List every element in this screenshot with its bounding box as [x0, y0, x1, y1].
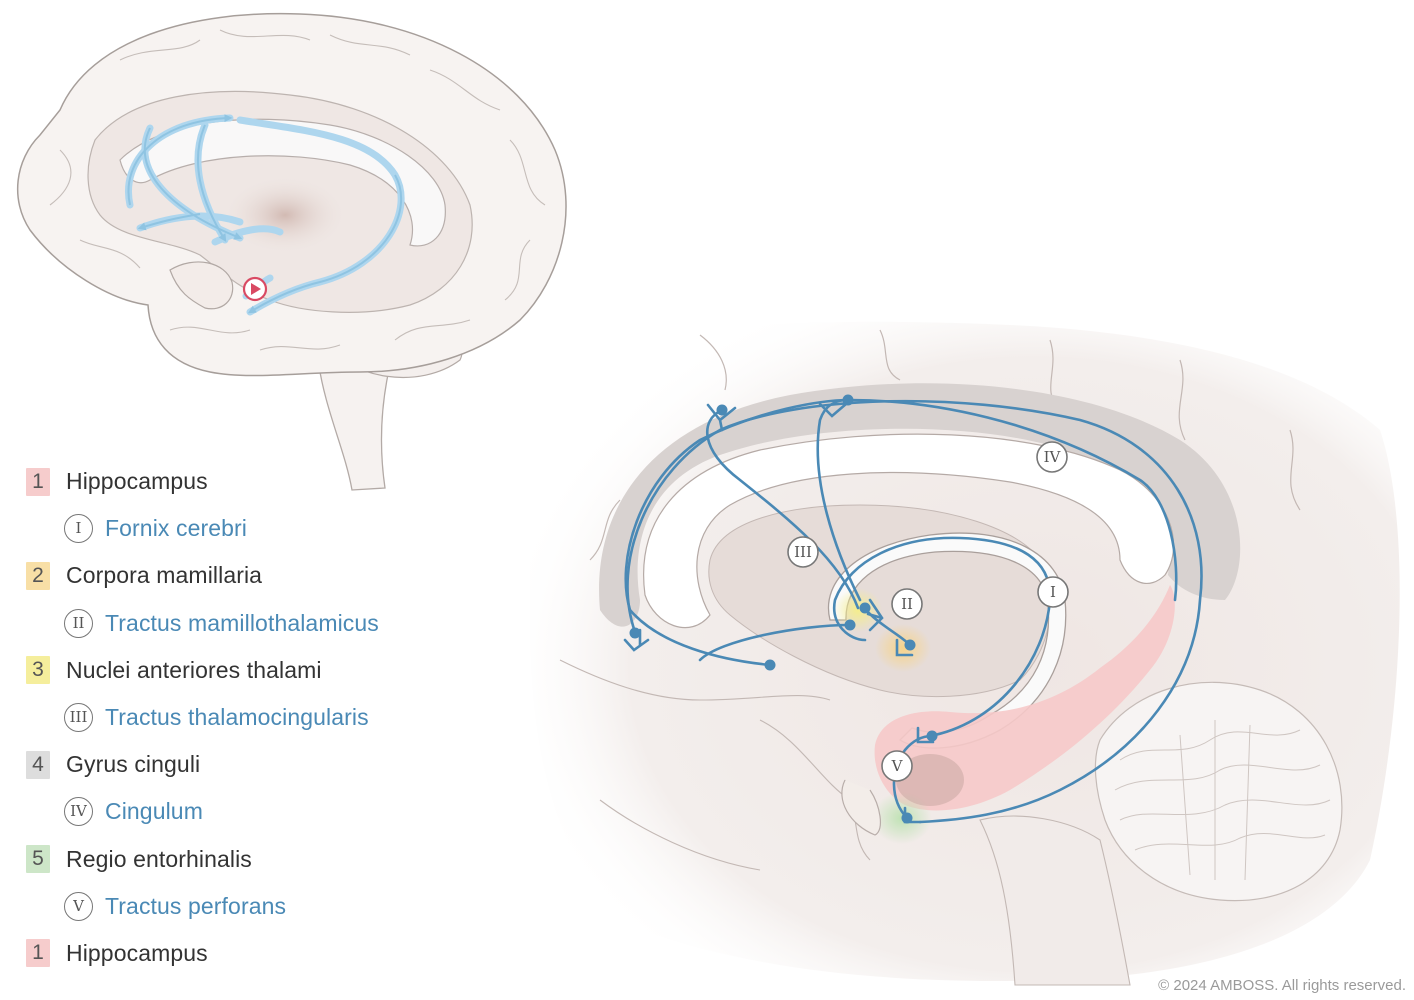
- cingulum-to-thalamus-path: [698, 623, 852, 662]
- thalamocingular-path-2: [816, 398, 862, 602]
- cingulum-upper-path: [624, 398, 1178, 667]
- roman-marker-IV: [1036, 441, 1068, 473]
- tract-numeral: IV: [64, 797, 93, 827]
- roman-marker-V: [881, 750, 913, 782]
- legend: 1 Hippocampus I Fornix cerebri 2 Corpora…: [26, 458, 496, 977]
- fornix-path: [832, 536, 1052, 737]
- cerebellum-detail: [1094, 681, 1343, 902]
- legend-row-corpora-mamillaria: 2 Corpora mamillaria: [26, 552, 496, 599]
- corpus-callosum: [643, 433, 1175, 629]
- brainstem: [317, 359, 391, 491]
- perforant-path: [892, 734, 934, 820]
- circuit-pathways: [624, 398, 1203, 824]
- roman-marker-I: [1037, 576, 1069, 608]
- structure-label: Hippocampus: [66, 468, 208, 495]
- structure-label: Hippocampus: [66, 939, 208, 966]
- tract-numeral: I: [64, 514, 93, 544]
- structure-number-badge: 2: [26, 561, 50, 590]
- legend-row-cingulum: IV Cingulum: [26, 788, 496, 835]
- amygdala-shadow: [896, 754, 964, 806]
- tract-label: Tractus perforans: [105, 892, 287, 919]
- structure-label: Regio entorhinalis: [66, 845, 252, 872]
- roman-label-IV: IV: [1044, 448, 1062, 466]
- legend-row-gyrus-cinguli: 4 Gyrus cinguli: [26, 741, 496, 788]
- roman-label-V: V: [891, 757, 904, 775]
- tract-label: Cingulum: [105, 798, 203, 825]
- tract-numeral: II: [64, 608, 93, 638]
- legend-row-thalamocingularis: III Tractus thalamocingularis: [26, 694, 496, 741]
- structure-number-badge: 4: [26, 750, 50, 779]
- copyright-notice: © 2024 AMBOSS. All rights reserved.: [1158, 977, 1406, 994]
- structure-label: Gyrus cinguli: [66, 751, 201, 778]
- legend-row-hippocampus: 1 Hippocampus: [26, 458, 496, 505]
- temporal-pole-small: [169, 261, 234, 310]
- tract-label: Tractus mamillothalamicus: [105, 609, 379, 636]
- legend-row-nuclei-anteriores: 3 Nuclei anteriores thalami: [26, 647, 496, 694]
- legend-row-hippocampus-end: 1 Hippocampus: [26, 930, 496, 977]
- structure-number-badge: 5: [26, 845, 50, 874]
- legend-row-regio-entorhinalis: 5 Regio entorhinalis: [26, 836, 496, 883]
- tract-label: Tractus thalamocingularis: [105, 704, 369, 731]
- cingulum-path: [626, 399, 1203, 824]
- legend-row-mamillothalamicus: II Tractus mamillothalamicus: [26, 600, 496, 647]
- structure-number-badge: 3: [26, 656, 50, 685]
- gyrus-cinguli-band: [599, 383, 1241, 627]
- legend-row-fornix: I Fornix cerebri: [26, 505, 496, 552]
- structure-label: Nuclei anteriores thalami: [66, 656, 322, 683]
- brainstem-detail: [979, 815, 1131, 986]
- legend-row-perforans: V Tractus perforans: [26, 883, 496, 930]
- mamillary-glow: [875, 624, 931, 672]
- overview-brain: [17, 12, 567, 491]
- structure-number-badge: 1: [26, 467, 50, 496]
- structure-number-badge: 1: [26, 939, 50, 968]
- roman-marker-III: [787, 536, 819, 568]
- tract-numeral: III: [64, 703, 93, 733]
- roman-label-II: II: [901, 595, 913, 613]
- thalamus-small: [225, 177, 345, 253]
- roman-label-I: I: [1050, 583, 1056, 601]
- hippocampus-region: [874, 585, 1175, 811]
- roman-label-III: III: [794, 543, 812, 561]
- tract-label: Fornix cerebri: [105, 515, 247, 542]
- tract-numeral: V: [64, 891, 93, 921]
- roman-marker-II: [891, 588, 923, 620]
- structure-label: Corpora mamillaria: [66, 562, 263, 589]
- play-marker-icon: [251, 283, 261, 295]
- detail-view: I II III IV V: [530, 321, 1400, 986]
- thalamocingular-path-1: [706, 408, 860, 610]
